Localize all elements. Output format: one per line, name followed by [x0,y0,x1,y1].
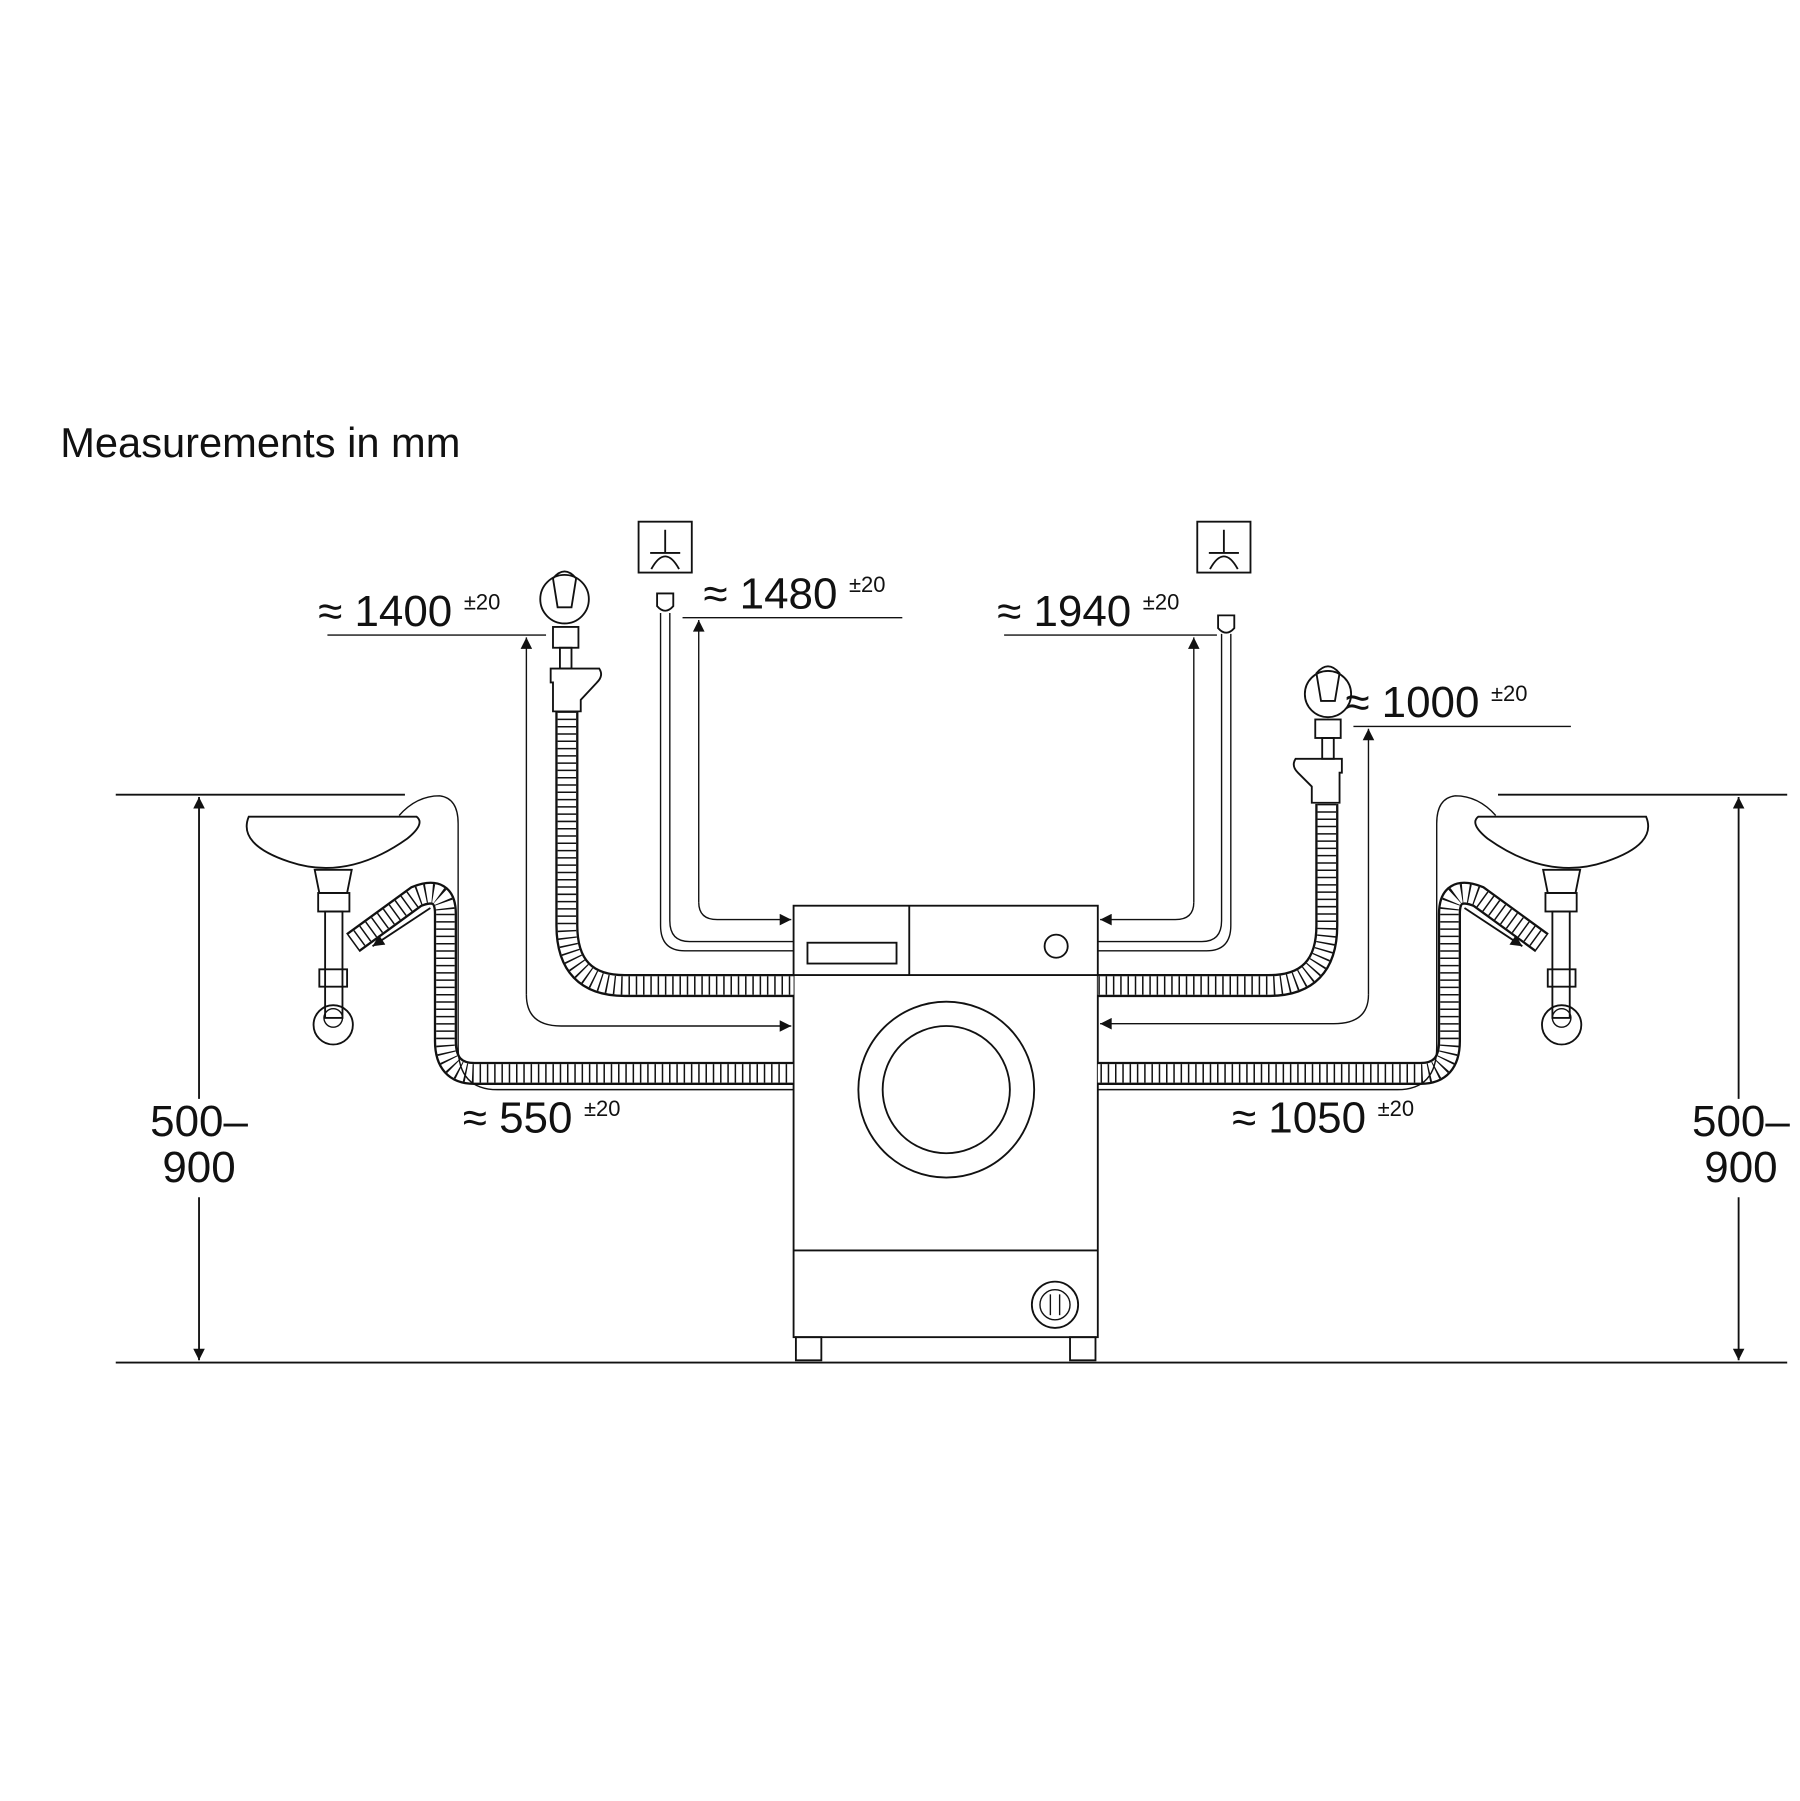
height-label-left-2: 900 [162,1143,235,1192]
power-socket-right-icon [1196,520,1252,634]
program-knob [1043,933,1069,959]
washing-machine [792,904,1099,1362]
page-title: Measurements in mm [60,419,460,466]
dimension-label-1480: ≈ 1480±20 [703,569,885,618]
sink-right [1463,815,1650,1046]
dimension-label-1400: ≈ 1400±20 [318,587,500,636]
sink-left [245,815,431,1046]
height-label-left-1: 500– [150,1097,248,1146]
dimension-label-1000: ≈ 1000±20 [1345,678,1527,727]
water-tap-left-icon [539,570,603,713]
hoses [346,613,1549,1091]
dimension-label-1940: ≈ 1940±20 [997,587,1179,636]
door [857,1000,1036,1179]
dimension-label-550: ≈ 550±20 [463,1093,621,1142]
pump-cover [1030,1280,1080,1329]
detergent-drawer [806,941,898,965]
height-dimension-right: 500– 900 [1692,796,1790,1361]
water-tap-right-icon [1292,665,1353,804]
dimension-arrows [327,616,1571,1032]
dimension-label-1050: ≈ 1050±20 [1232,1093,1414,1142]
power-socket-left-icon [637,520,693,612]
height-label-right-1: 500– [1692,1097,1790,1146]
height-dimension-left: 500– 900 [150,796,248,1361]
height-label-right-2: 900 [1704,1143,1777,1192]
